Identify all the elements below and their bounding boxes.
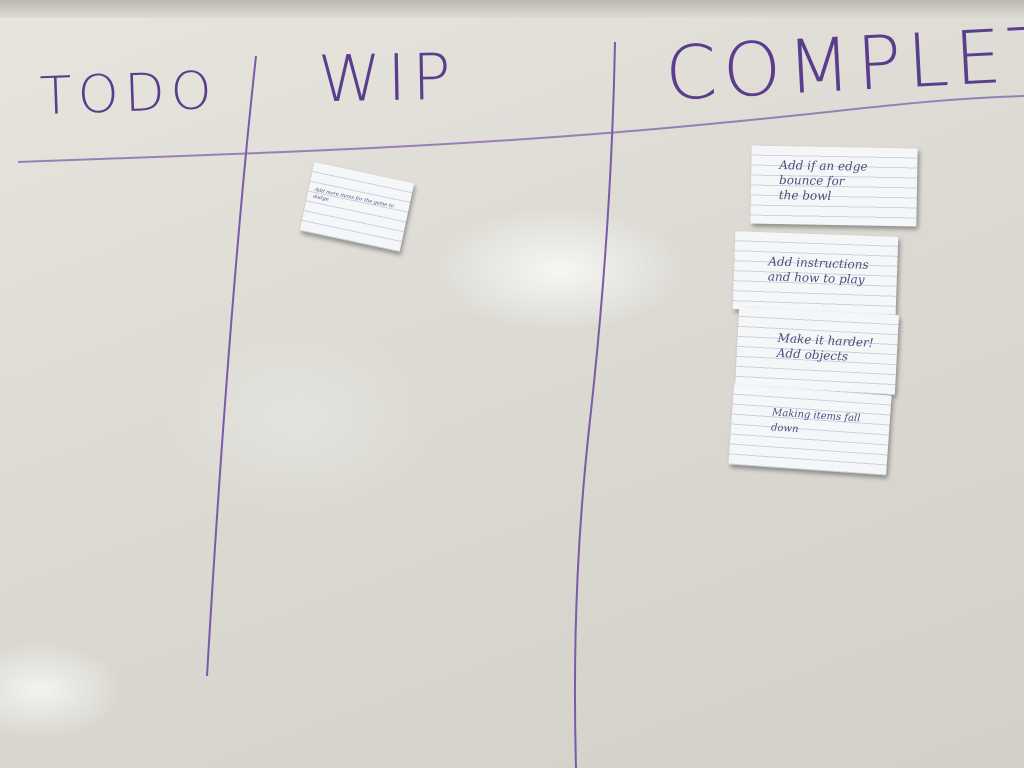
column-header-todo: TODO (39, 60, 219, 128)
index-card-complete[interactable]: Make it harder! Add objects (735, 306, 899, 396)
column-divider-1 (206, 55, 257, 677)
column-divider-2 (573, 41, 616, 768)
index-card-complete[interactable]: Add if an edge bounce for the bowl (750, 145, 918, 227)
column-header-wip: WIP (317, 40, 458, 118)
header-underline (17, 95, 1024, 163)
card-text: Making items fall down (770, 407, 861, 436)
index-card-complete[interactable]: Add instructions and how to play (732, 231, 899, 315)
whiteboard-frame (0, 0, 1024, 18)
card-text: Add more items for the game to dodge (312, 186, 395, 210)
card-text: Add instructions and how to play (767, 254, 869, 287)
index-card-complete[interactable]: Making items fall down (728, 384, 892, 476)
card-text: Make it harder! Add objects (776, 330, 874, 364)
card-text: Add if an edge bounce for the bowl (778, 158, 868, 203)
